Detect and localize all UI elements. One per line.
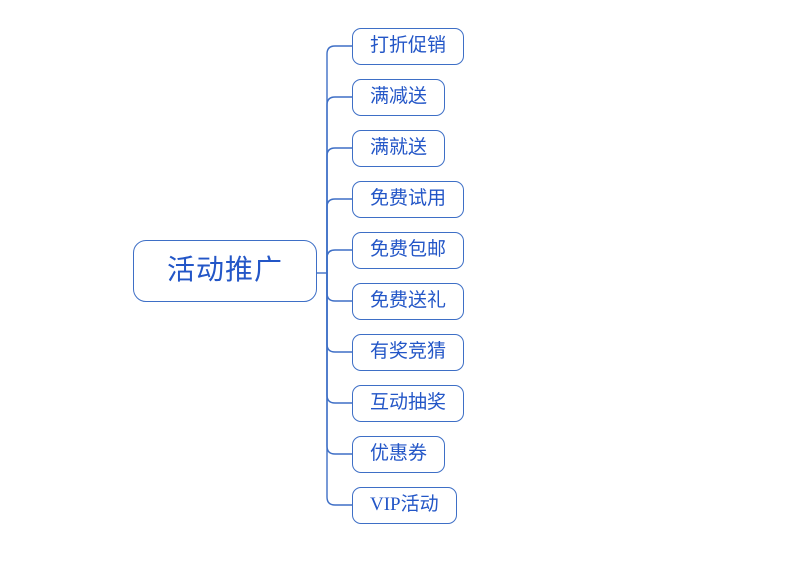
branch-line	[326, 273, 352, 302]
mindmap-child-node[interactable]: 满减送	[352, 79, 446, 116]
branch-line	[326, 273, 352, 353]
mindmap-child-node[interactable]: 有奖竞猜	[352, 334, 465, 371]
branch-line	[326, 198, 352, 273]
branch-line	[326, 96, 352, 273]
mindmap-root-node[interactable]: 活动推广	[133, 240, 317, 302]
branch-line	[326, 273, 352, 404]
branch-line	[326, 249, 352, 273]
mindmap-child-node[interactable]: 优惠券	[352, 436, 446, 473]
branch-line	[326, 273, 352, 506]
mindmap-child-node[interactable]: VIP活动	[352, 487, 457, 524]
mindmap-child-node[interactable]: 满就送	[352, 130, 446, 167]
mindmap-child-node[interactable]: 免费试用	[352, 181, 465, 218]
mindmap-child-node[interactable]: 免费送礼	[352, 283, 465, 320]
mindmap-child-node[interactable]: 打折促销	[352, 28, 465, 65]
mindmap-child-node[interactable]: 互动抽奖	[352, 385, 465, 422]
branch-line	[326, 45, 352, 273]
branch-line	[326, 147, 352, 273]
mindmap-child-node[interactable]: 免费包邮	[352, 232, 465, 269]
